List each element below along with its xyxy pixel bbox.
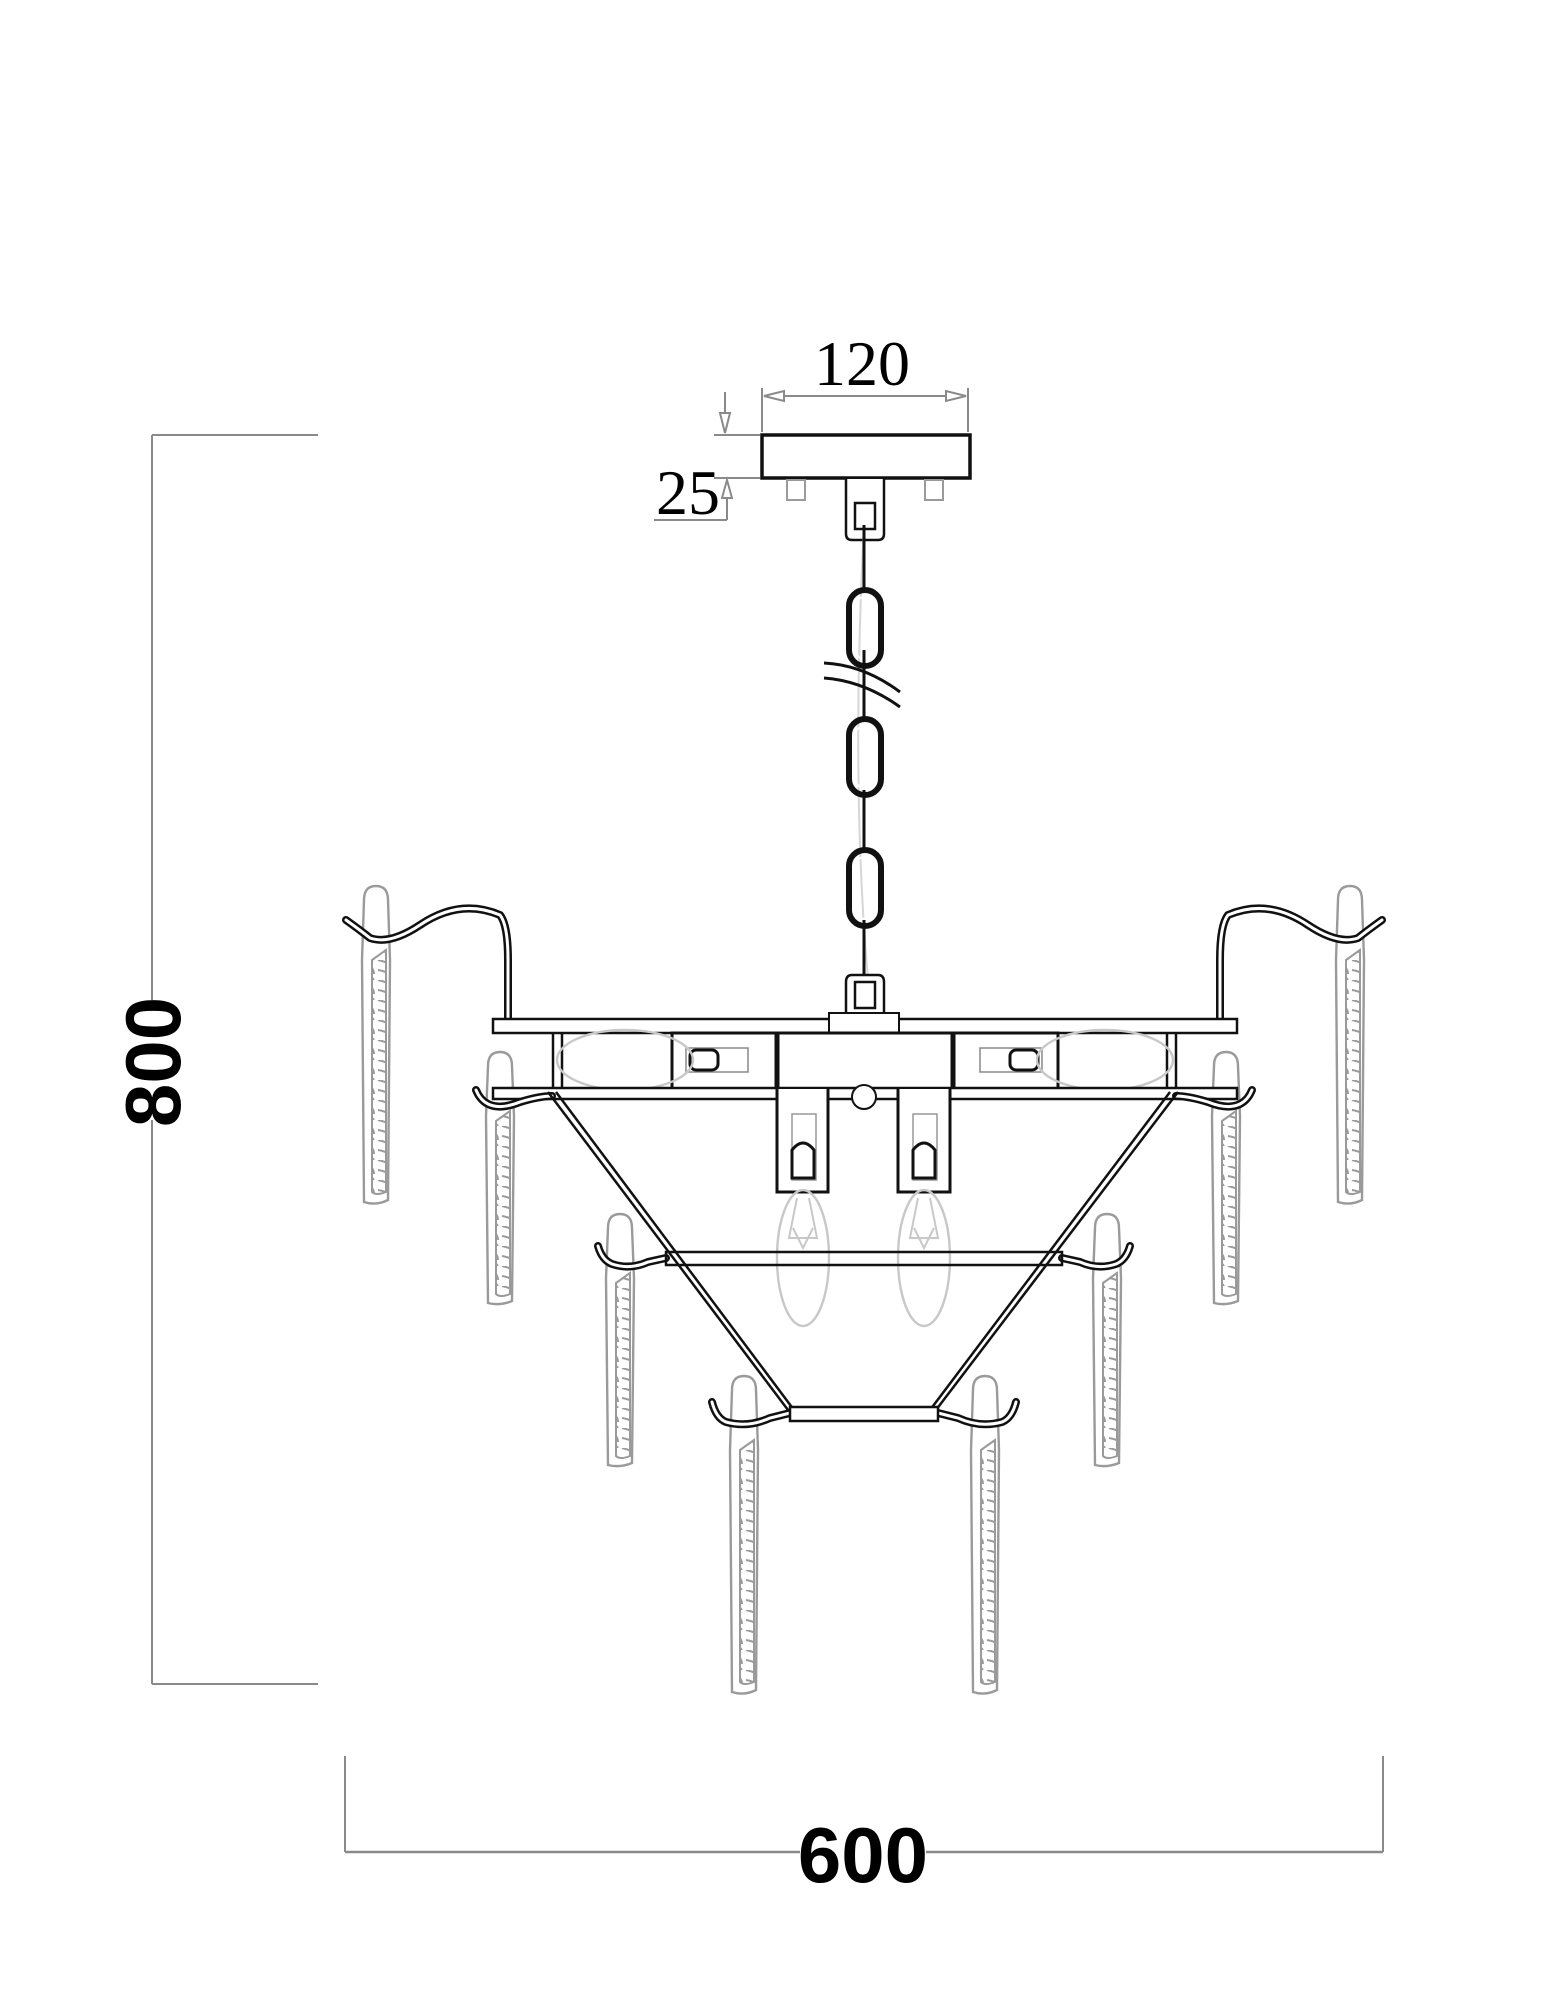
dimension-canopy-width: 120 bbox=[761, 328, 969, 432]
top-frame-bar bbox=[491, 1012, 1239, 1035]
tier-two-bar bbox=[594, 1242, 1134, 1271]
total-height-label: 800 bbox=[109, 997, 197, 1127]
dimension-total-height: 800 bbox=[109, 434, 318, 1685]
canopy-width-label: 120 bbox=[814, 328, 910, 399]
bulb-down-right bbox=[896, 1188, 952, 1328]
middle-ring bbox=[472, 1086, 1256, 1111]
dimension-canopy-height: 25 bbox=[654, 392, 760, 528]
suspension-chain bbox=[823, 524, 901, 1018]
tier-three-bar bbox=[708, 1398, 1020, 1429]
bulb-down-left bbox=[775, 1188, 831, 1328]
total-width-label: 600 bbox=[798, 1811, 928, 1899]
bulb-housing bbox=[491, 1028, 1239, 1110]
canopy-height-label: 25 bbox=[656, 457, 720, 528]
crystal-mid-left bbox=[604, 1212, 636, 1468]
down-bulbs bbox=[775, 1089, 952, 1328]
ceiling-canopy bbox=[760, 433, 972, 542]
crystal-mid-right bbox=[1091, 1212, 1123, 1468]
dimension-total-width: 600 bbox=[344, 1756, 1384, 1899]
